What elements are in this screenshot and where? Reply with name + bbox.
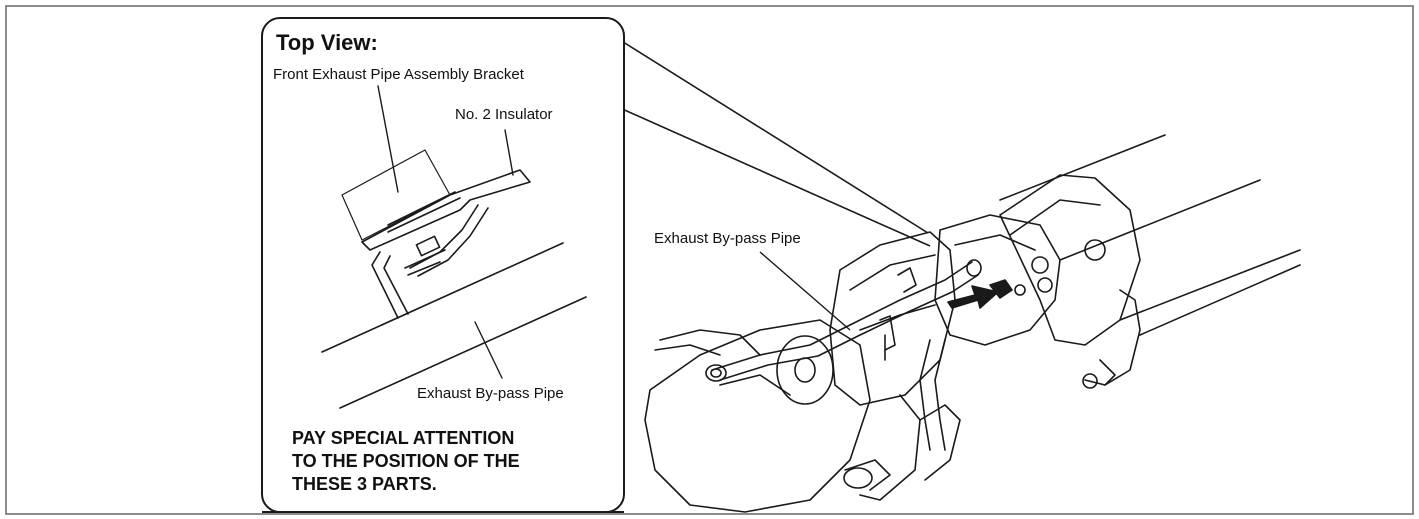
engine-assembly-drawing: [644, 134, 1301, 513]
top-view-title: Top View:: [276, 30, 378, 55]
bracket-label: Front Exhaust Pipe Assembly Bracket: [273, 66, 524, 83]
insulator-label: No. 2 Insulator: [455, 106, 553, 123]
attention-note: PAY SPECIAL ATTENTION TO THE POSITION OF…: [292, 427, 592, 496]
top-view-drawing: [321, 85, 587, 409]
attention-note-line: TO THE POSITION OF THE: [292, 451, 520, 471]
main-pipe-leader: [759, 251, 851, 331]
main-pipe-label: Exhaust By-pass Pipe: [654, 230, 801, 247]
callout-leader-lines: [619, 39, 931, 247]
inset-pipe-label: Exhaust By-pass Pipe: [417, 385, 564, 402]
diagram-border: [5, 5, 1414, 515]
attention-note-line: PAY SPECIAL ATTENTION: [292, 428, 515, 448]
attention-note-line: THESE 3 PARTS.: [292, 474, 437, 494]
